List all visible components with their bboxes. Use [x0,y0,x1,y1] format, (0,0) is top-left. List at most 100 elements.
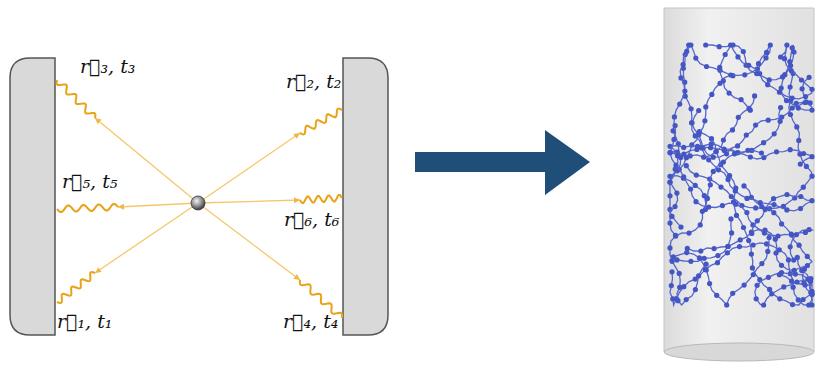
track-hit [670,259,675,264]
track-hit [715,253,720,258]
track-hit [698,249,703,254]
track-hit [801,297,806,302]
track-hit [771,202,776,207]
track-hit [715,260,720,265]
track-hit [678,225,683,230]
track-hit [809,198,814,203]
track-hit [790,105,795,110]
track-hit [758,200,763,205]
photon-wave [57,80,96,118]
track-hit [793,272,798,277]
track-hit [761,155,766,160]
track-hit [748,154,753,159]
track-hit [753,123,758,128]
track-hit [689,106,694,111]
track-hit [749,231,754,236]
track-hit [784,192,789,197]
photon-line [198,133,300,203]
track-hit [688,186,693,191]
arrowhead [293,133,300,139]
track-hit [791,49,796,54]
track-hit [764,50,769,55]
detector-plate [343,58,388,335]
source-particle [191,196,205,210]
track-line [670,150,762,305]
track-hit [777,296,782,301]
track-hit [708,182,713,187]
track-hit [712,246,717,251]
arrowhead [118,204,124,210]
photon-rays [57,80,343,318]
track-hit [717,65,722,70]
track-hit [800,86,805,91]
track-hit [773,250,778,255]
track-hit [735,54,740,59]
track-hit [779,263,784,268]
track-hit [696,108,701,113]
track-hit [768,42,773,47]
track-hit [693,199,698,204]
track-hit [688,42,693,47]
track-hit [732,151,737,156]
track-hit [675,298,680,303]
track-hit [724,302,729,307]
track-hit [677,271,682,276]
track-hit [789,68,794,73]
photon-label: r⃗₃, t₃ [80,57,135,76]
track-hit [808,279,813,284]
track-hit [753,205,758,210]
track-hit [762,231,767,236]
track-hit [674,257,679,262]
photon-label: r⃗₆, t₆ [284,210,339,229]
track-hit [809,87,814,92]
track-hit [673,234,678,239]
track-hit [704,64,709,69]
track-hit [693,133,698,138]
track-hit [786,257,791,262]
track-hit [754,296,759,301]
track-hit [667,245,672,250]
track-hit [704,267,709,272]
track-hit [771,210,776,215]
track-hit [809,154,814,159]
track-hit [700,209,705,214]
track-hit [767,77,772,82]
track-hit [759,150,764,155]
track-hit [705,196,710,201]
photon-wave [57,272,95,303]
track-hit [669,214,674,219]
track-hit [805,254,810,259]
track-hit [796,297,801,302]
track-hit [790,302,795,307]
track-hit [798,194,803,199]
track-hit [693,183,698,188]
track-hit [791,258,796,263]
track-hit [804,100,809,105]
track-hit [809,174,814,179]
track-hit [797,243,802,248]
track-line [683,45,812,157]
track-hit [781,284,786,289]
track-hit [738,237,743,242]
track-hit [755,218,760,223]
track-hit [796,138,801,143]
track-hit [669,283,674,288]
track-hit [729,230,734,235]
photon-line [118,203,198,207]
track-hit [689,120,694,125]
track-hit [746,63,751,68]
track-hit [777,90,782,95]
track-hit [707,281,712,286]
track-hit [673,123,678,128]
track-hit [673,163,678,168]
track-line [692,111,812,234]
photon-wave [300,195,342,203]
track-hit [673,233,678,238]
track-hit [717,44,722,49]
track-hit [686,231,691,236]
photon-label: r⃗₄, t₄ [283,312,338,331]
track-hit [799,77,804,82]
track-hit [757,71,762,76]
track-hit [688,259,693,264]
